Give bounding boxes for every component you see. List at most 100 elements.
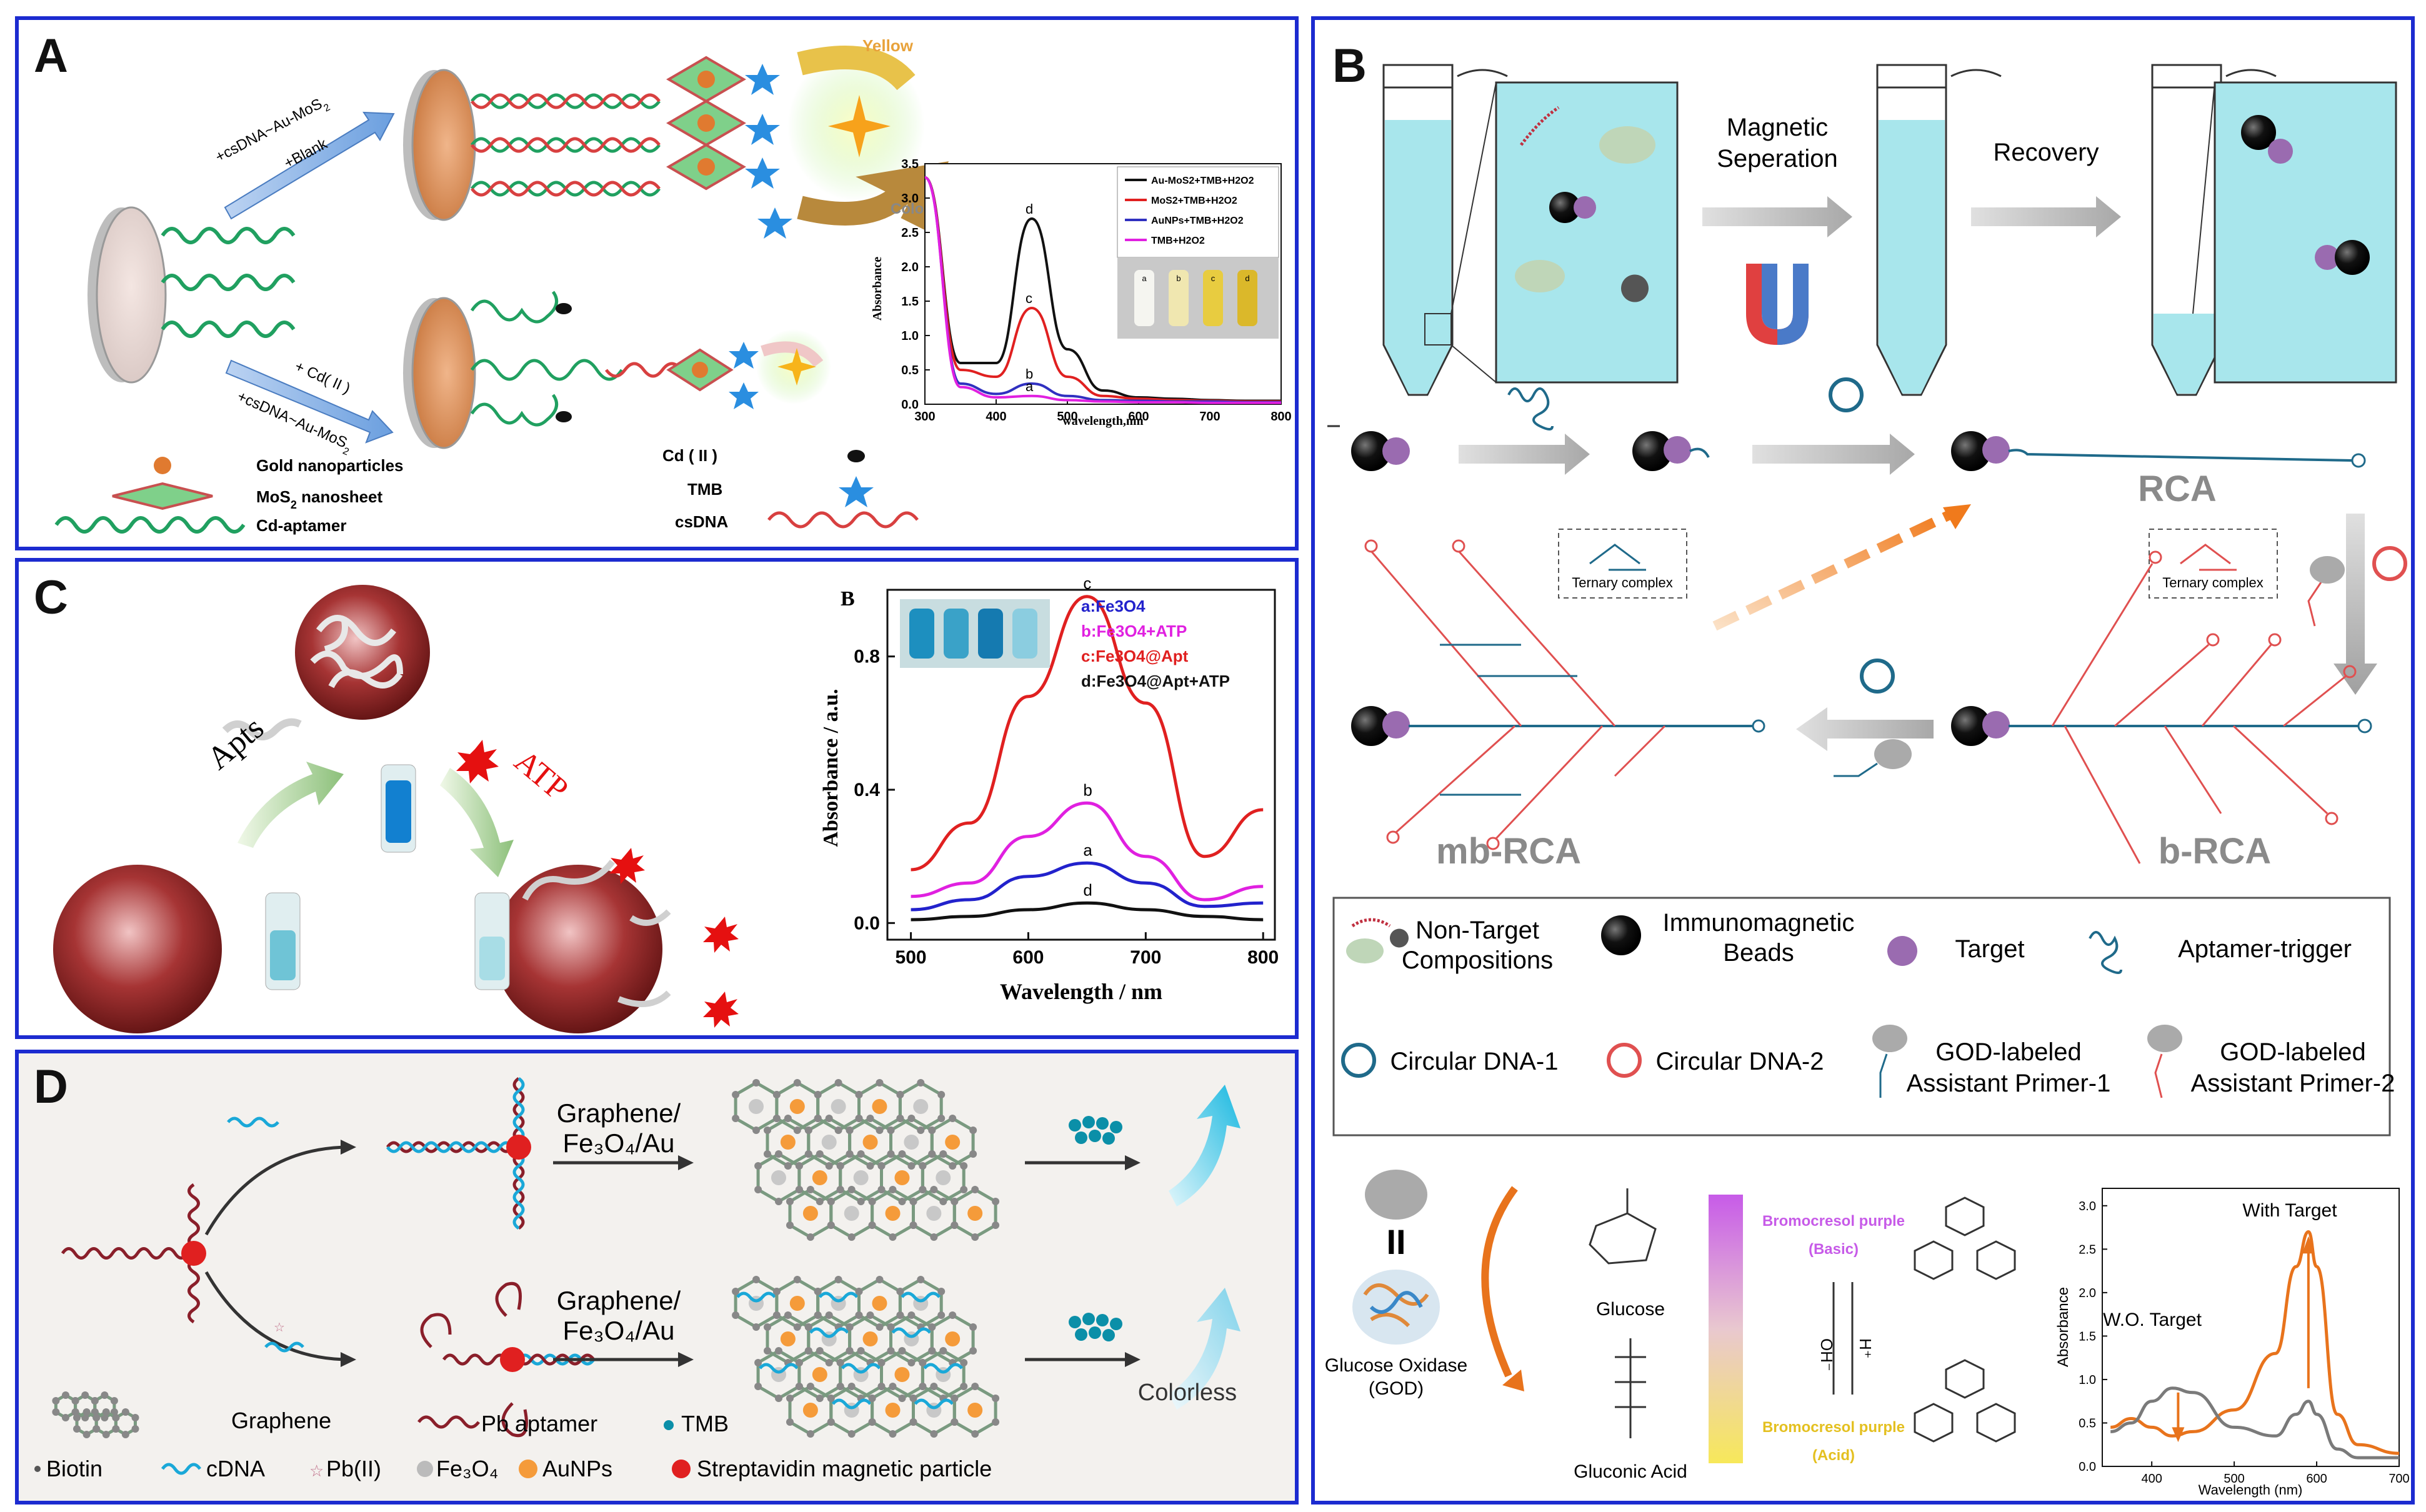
bcp-acid-2: (Acid) xyxy=(1812,1447,1855,1464)
chart-a-ytick-label: 3.0 xyxy=(901,192,919,206)
graphene-node xyxy=(112,1425,120,1433)
green-arrow-left xyxy=(237,762,344,848)
graphene-node xyxy=(772,1091,781,1098)
nanoparticle xyxy=(812,1367,827,1382)
chart-c: B Absorbance / a.u. Wavelength / nm 0.00… xyxy=(819,574,1279,1004)
graphene-node xyxy=(930,1233,938,1241)
magnet-icon xyxy=(1746,264,1809,345)
chart-a-curve-label: c xyxy=(1026,291,1032,306)
circular1-legend-icon xyxy=(1341,1043,1376,1078)
colorless-arrow-bottom xyxy=(756,329,831,404)
graphene-node xyxy=(937,1288,946,1295)
reaction-arrow-top xyxy=(224,111,395,220)
legend-gold: Gold nanoparticles xyxy=(256,456,404,475)
graphene-node xyxy=(836,1162,844,1170)
graphene-node xyxy=(930,1186,938,1193)
graphene-node xyxy=(82,1431,91,1438)
graphene-node xyxy=(836,1383,844,1390)
nanoparticle xyxy=(812,1170,827,1185)
graphene-node xyxy=(836,1186,844,1193)
separation-label: Seperation xyxy=(1717,145,1837,172)
nanoparticle xyxy=(780,1331,796,1346)
legend-circular1: Circular DNA-1 xyxy=(1390,1048,1559,1075)
gold-np-icon xyxy=(154,457,171,474)
vial-d xyxy=(1237,270,1257,326)
graphene-node xyxy=(814,1288,822,1295)
mos2-icon xyxy=(112,482,213,510)
rca-label: RCA xyxy=(2138,469,2217,509)
legend-aunps: AuNPs xyxy=(542,1456,612,1481)
chart-a-curve-label: d xyxy=(1026,201,1033,217)
nanoparticle xyxy=(894,1367,910,1382)
graphene-node xyxy=(732,1115,740,1122)
vial-label-d: d xyxy=(1245,274,1249,283)
graphene-sheet-bottom xyxy=(732,1276,1000,1438)
god-protein-icon xyxy=(1352,1270,1440,1345)
electrode-bottom xyxy=(403,297,476,449)
fe3o4-icon xyxy=(417,1461,433,1477)
graphene-node xyxy=(814,1091,822,1098)
nanoparticle xyxy=(802,1206,818,1221)
chart-a-xtick-label: 700 xyxy=(1199,410,1220,424)
vial-a xyxy=(1134,270,1154,326)
panel-a-label: A xyxy=(34,29,68,82)
graphene-node xyxy=(898,1198,906,1205)
graphene-node xyxy=(971,1383,979,1390)
aptamer-trigger-icon xyxy=(1507,387,1554,430)
chart-a-xtick-label: 600 xyxy=(1128,410,1149,424)
hplus-label: H⁺ xyxy=(1856,1338,1875,1359)
chart-a-curve-label: a xyxy=(1026,379,1034,394)
graphene-node xyxy=(795,1383,803,1390)
chart-a-series-line xyxy=(924,176,1281,404)
graphene-node xyxy=(816,1150,824,1158)
graphene-node xyxy=(752,1127,760,1134)
bcp-basic-2: (Basic) xyxy=(1809,1241,1859,1258)
graphene-node xyxy=(836,1359,844,1366)
graphene-node xyxy=(793,1276,801,1283)
graphene-node xyxy=(887,1347,895,1355)
graphene-node xyxy=(110,1397,118,1405)
csdna-bottom xyxy=(605,362,682,378)
graphene-node xyxy=(951,1198,959,1205)
oh-label: OH⁻ xyxy=(1817,1338,1836,1371)
graphene-node xyxy=(754,1186,762,1193)
graphene-node xyxy=(732,1311,740,1319)
aunps-icon xyxy=(519,1460,537,1478)
graphene-node xyxy=(889,1383,897,1390)
blue-color-arrow xyxy=(1169,1085,1240,1206)
arrow-magnetic xyxy=(1702,196,1852,237)
legend-non-target-2: Compositions xyxy=(1402,947,1553,974)
mos2-au-stack-top xyxy=(666,56,746,191)
graphene-node xyxy=(937,1115,946,1122)
bead-target-2 xyxy=(1632,431,1710,471)
zoom-1-contents xyxy=(1515,106,1655,302)
chart-a-inset: Au-MoS2+TMB+H2O2MoS2+TMB+H2O2AuNPs+TMB+H… xyxy=(1117,166,1279,339)
graphene-node xyxy=(930,1430,938,1438)
colorless-arrow xyxy=(1169,1288,1240,1410)
panel-b-scheme: Magnetic Seperation Recovery xyxy=(1325,64,2410,1498)
graphene-node xyxy=(793,1127,801,1134)
graphene-node xyxy=(969,1127,977,1134)
chart-a-series-line xyxy=(924,176,1281,404)
graphene-node xyxy=(960,1186,968,1193)
graphene-node xyxy=(896,1311,904,1319)
chart-a-ytick-label: 1.0 xyxy=(901,329,919,343)
graphene-node xyxy=(92,1425,101,1433)
panel-d: D ☆ xyxy=(15,1050,1299,1505)
aptamer-icon xyxy=(54,516,246,534)
apts-label: Apts xyxy=(201,710,271,777)
chart-a-ytick-label: 0.5 xyxy=(901,364,919,377)
chart-b-xlabel: Wavelength (nm) xyxy=(2199,1482,2303,1498)
graphene-node xyxy=(896,1288,904,1295)
graphene-node xyxy=(775,1150,782,1158)
graphene-sheet-top xyxy=(732,1079,1000,1241)
graphene-node xyxy=(876,1276,884,1283)
graphene-node xyxy=(825,1311,833,1319)
graphene-node xyxy=(898,1347,906,1355)
graphene-node xyxy=(764,1127,771,1134)
path-arrow-bottom xyxy=(204,1271,351,1361)
vial-b xyxy=(1169,270,1189,326)
graphene-node xyxy=(795,1359,803,1366)
